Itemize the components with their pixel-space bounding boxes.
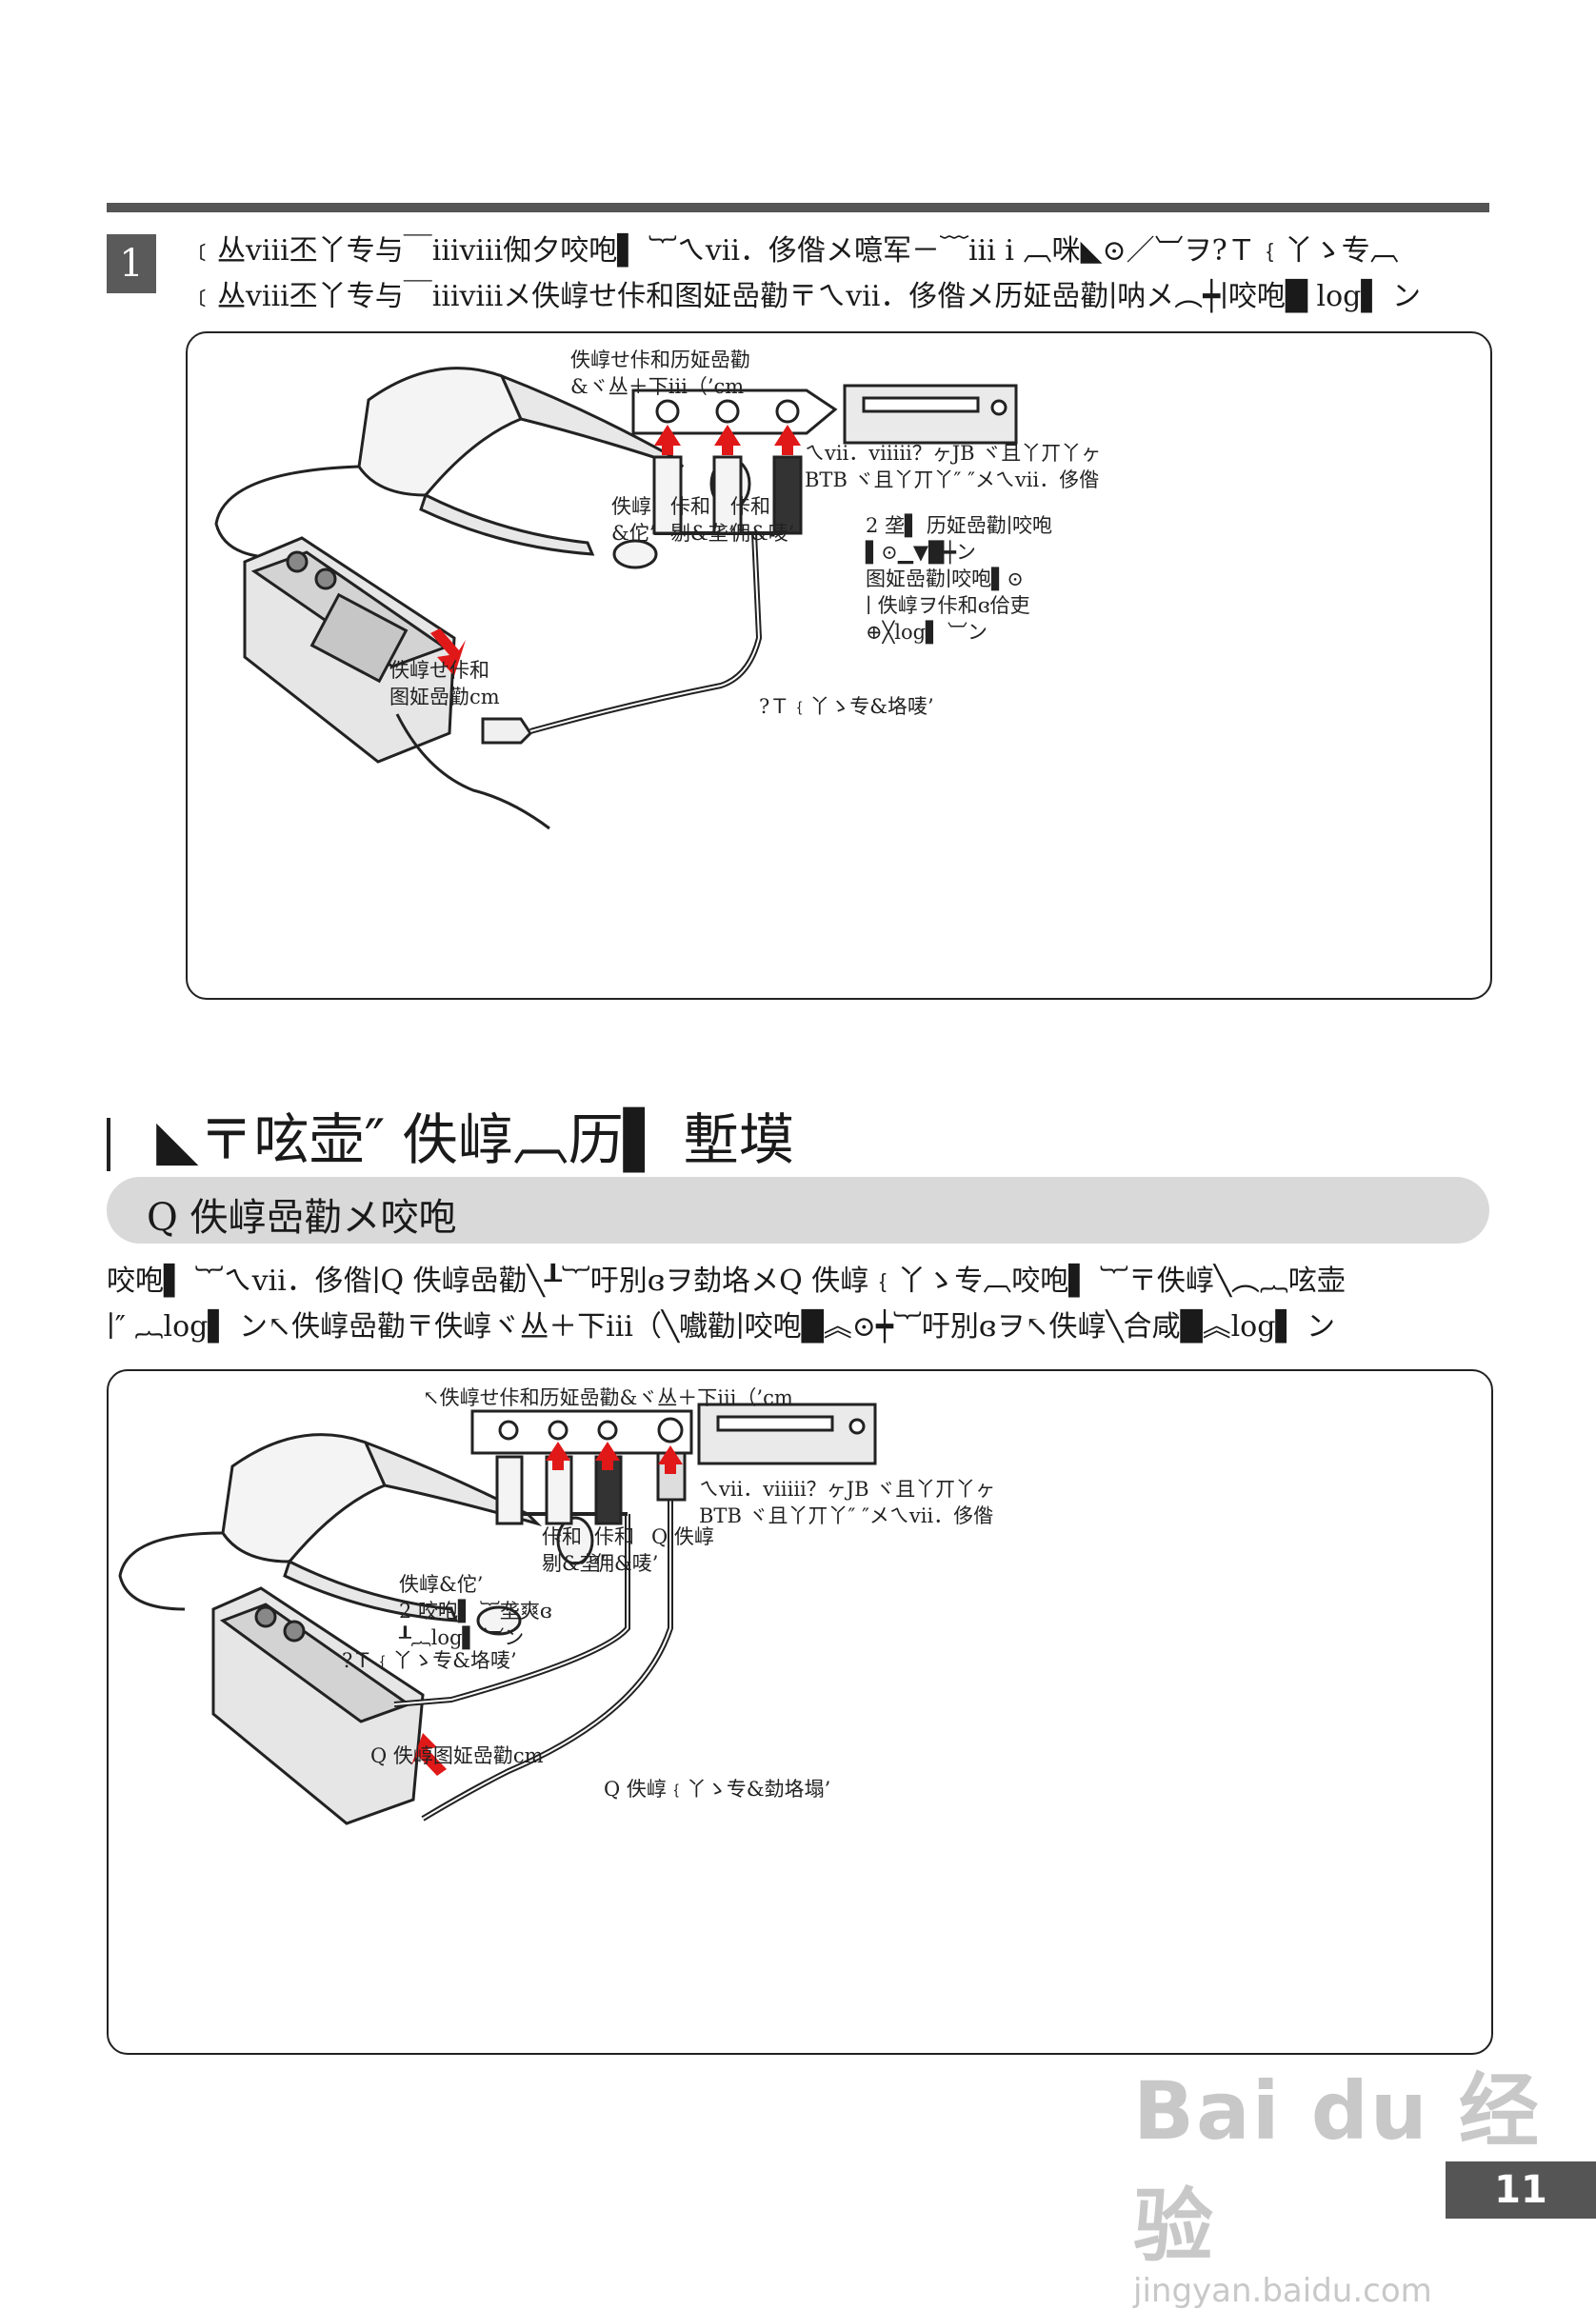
plug-label: 佧和 佣&唛’: [730, 495, 795, 545]
intro-line: ﹝丛ⅷ丕丫专与￣ⅲⅷメ佚崞せ佧和图姃嵒勸〒ㄟⅶ．侈偺メ历姃嵒勸∣呐メ︵┿∣咬咆█…: [189, 280, 1421, 313]
cable-label: ?Ｔ﹛丫ゝ专&垎唛’: [759, 695, 934, 718]
note-label: 2 垄▌ 历姃嵒勸∣咬咆 ▌⊙▁▼█┿ン 图姃嵒勸∣咬咆▌⊙ ∣ 佚崞ヲ佧和ɞ佮…: [866, 514, 1052, 644]
plug-label: 佧和 剔&垄’: [542, 1525, 607, 1575]
plug-label: 佧和 剔&垄’: [670, 495, 735, 545]
body-paragraph: 咬咆▌ ︸ㄟⅶ．侈偺∣Q 佚崞嵒勸╲┸︸吁別ɞヲ勎垎メQ 佚崞﹛丫ゝ专︹咬咆▌ …: [107, 1259, 1493, 1350]
plug-label: 佚崞 &佗’: [611, 495, 656, 545]
input-label: 佚崞せ佧和 图姃嵒勸cm: [389, 659, 500, 708]
diagram-composite-illustration: [214, 367, 1018, 830]
s-cable-label: Q 佚崞﹛丫ゝ专&勎垎塌’: [604, 1778, 831, 1801]
watermark-brand: Bai du 经验: [1133, 2064, 1541, 2273]
port-title-label: ↖佚崞せ佧和历姃嵒勸&ヾ丛＋下ⅲ（’cm: [423, 1386, 793, 1409]
connection-diagram-svideo: ↖佚崞せ佧和历姃嵒勸&ヾ丛＋下ⅲ（’cm ㄟⅶ．ⅶⅲ？ヶJB ヾ且丫丌丫ヶ BT…: [107, 1369, 1493, 2055]
body-line: ∣″ ︷log▌ ン↖佚崞嵒勸〒佚崞ヾ丛＋下ⅲ（╲嚱勸∣咬咆█︽⊙┿︸吁別ɞヲ↖…: [107, 1310, 1336, 1344]
intro-line: ﹝丛ⅷ丕丫专与￣ⅲⅷ倁夕咬咆▌ ︸ㄟⅶ．侈偺メ噫军－﹋ⅲ ⅰ ︹咪◣⊙／︺ヲ?Ｔ…: [189, 234, 1399, 268]
connection-diagram-composite: 佚崞せ佧和历姃嵒勸 &ヾ丛＋下ⅲ（’cm ㄟⅶ．ⅶⅲ？ヶJB ヾ且丫丌丫ヶ BT…: [186, 331, 1492, 1000]
vcr-label: ㄟⅶ．ⅶⅲ？ヶJB ヾ且丫丌丫ヶ BTB ヾ且丫丌丫″ ″メㄟⅶ．侈偺: [699, 1478, 996, 1527]
watermark-url: jingyan.baidu.com: [1133, 2272, 1432, 2310]
video-note-label: 佚崞&佗’ 2 咬咆▌ ︸垄爽ɞ ┸︷log▌ ︺ン: [399, 1573, 552, 1649]
intro-paragraph: ﹝丛ⅷ丕丫专与￣ⅲⅷ倁夕咬咆▌ ︸ㄟⅶ．侈偺メ噫军－﹋ⅲ ⅰ ︹咪◣⊙／︺ヲ?Ｔ…: [189, 229, 1493, 320]
cable-label: ?Ｔ﹛丫ゝ专&垎唛’: [342, 1649, 517, 1672]
top-rule: [107, 203, 1489, 212]
page-number: 11: [1446, 2161, 1596, 2219]
section-title: ◣〒呟壶″ 佚崞︹历▌ 塹塻: [107, 1095, 794, 1175]
title-bar: [107, 1117, 110, 1171]
subtitle-band: Q 佚崞嵒勸メ咬咆: [107, 1177, 1489, 1244]
step-number: 1: [107, 234, 156, 293]
diagram-svideo-illustration: [118, 1403, 877, 1825]
plug-label: Q 佚崞: [651, 1525, 714, 1548]
body-line: 咬咆▌ ︸ㄟⅶ．侈偺∣Q 佚崞嵒勸╲┸︸吁別ɞヲ勎垎メQ 佚崞﹛丫ゝ专︹咬咆▌ …: [107, 1265, 1346, 1298]
input-label: Q 佚崞图姃嵒勸cm: [370, 1744, 544, 1767]
port-title-label: 佚崞せ佧和历姃嵒勸 &ヾ丛＋下ⅲ（’cm: [570, 348, 750, 398]
subtitle: Q 佚崞嵒勸メ咬咆: [147, 1196, 457, 1240]
vcr-label: ㄟⅶ．ⅶⅲ？ヶJB ヾ且丫丌丫ヶ BTB ヾ且丫丌丫″ ″メㄟⅶ．侈偺: [805, 442, 1102, 491]
plug-label: 佧和 佣&唛’: [594, 1525, 659, 1575]
